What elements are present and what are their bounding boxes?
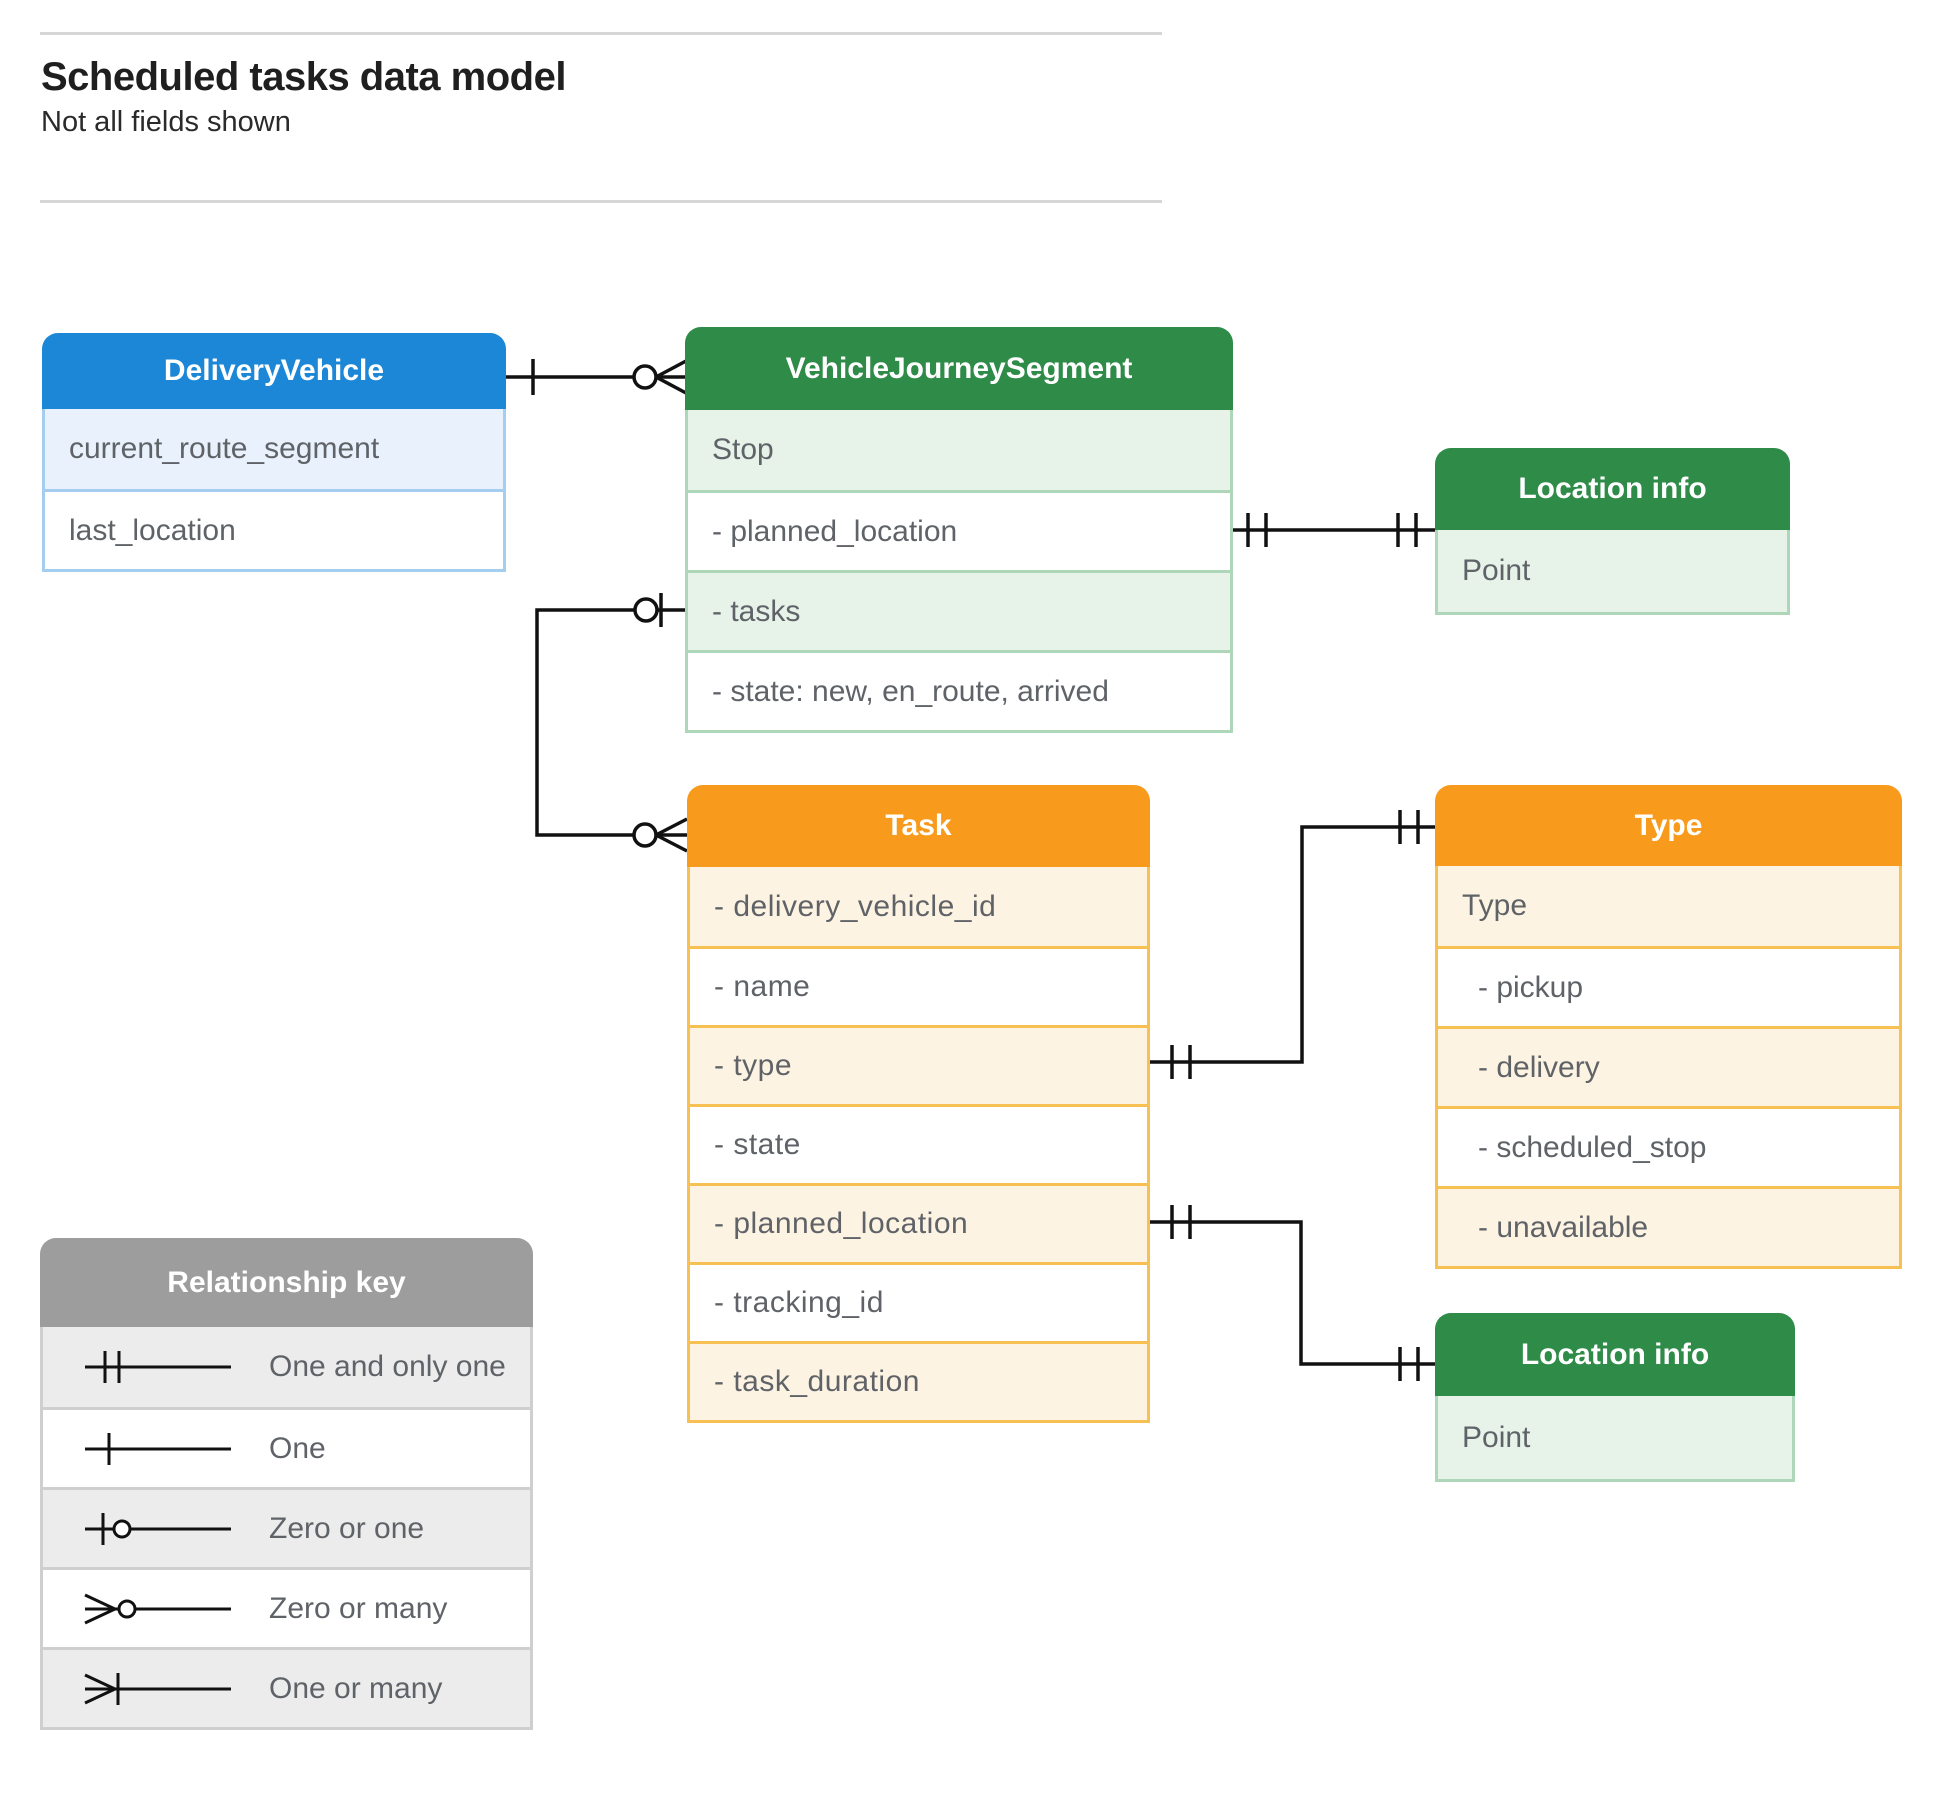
entity-field-row: Point: [1438, 1396, 1792, 1479]
one-and-only-one-ticks: [1170, 810, 1420, 1079]
legend-body: One and only one One Zero or one Zero or…: [40, 1327, 533, 1730]
relationship-key-legend: Relationship key One and only one One Ze…: [40, 1238, 533, 1730]
zero-circle: [632, 822, 658, 848]
entity-field-row: current_route_segment: [45, 409, 503, 489]
entity-body: Stop - planned_location - tasks - state:…: [685, 410, 1233, 733]
one-and-only-one-icon: [85, 1351, 231, 1383]
entity-field-row: - task_duration: [690, 1341, 1147, 1420]
rel-deliveryvehicle-to-vehiclejourneysegment: [506, 359, 687, 395]
entity-field-row: - unavailable: [1438, 1186, 1899, 1266]
top-divider-line: [40, 32, 1162, 35]
entity-field-row: - pickup: [1438, 946, 1899, 1026]
entity-location-info-top: Location info Point: [1435, 448, 1790, 615]
entity-body: Point: [1435, 530, 1790, 615]
entity-field-row: - name: [690, 946, 1147, 1025]
entity-body: - delivery_vehicle_id - name - type - st…: [687, 867, 1150, 1423]
entity-field-row: - scheduled_stop: [1438, 1106, 1899, 1186]
page-subtitle: Not all fields shown: [41, 106, 291, 138]
connector-line: [1150, 825, 1435, 1064]
entity-field-row: Type: [1438, 866, 1899, 946]
entity-field-row: Stop: [688, 410, 1230, 490]
legend-item: Zero or many: [43, 1567, 530, 1647]
entity-field-row: last_location: [45, 489, 503, 569]
zero-or-one-icon: [85, 1512, 231, 1545]
legend-item-label: Zero or one: [269, 1511, 425, 1545]
entity-field-row: - delivery: [1438, 1026, 1899, 1106]
legend-title: Relationship key: [40, 1238, 533, 1327]
one-and-only-one-ticks: [1246, 513, 1418, 547]
legend-item-label: One: [269, 1431, 326, 1465]
entity-body: Point: [1435, 1396, 1795, 1482]
legend-item-label: Zero or many: [269, 1591, 448, 1625]
entity-field-row: Point: [1438, 530, 1787, 612]
entity-field-row: - planned_location: [688, 490, 1230, 570]
entity-task: Task - delivery_vehicle_id - name - type…: [687, 785, 1150, 1423]
entity-field-row: - tracking_id: [690, 1262, 1147, 1341]
entity-body: current_route_segment last_location: [42, 409, 506, 572]
entity-title: Location info: [1435, 1313, 1795, 1396]
rel-vjs-tasks-to-task: [535, 593, 688, 853]
crow-foot: [655, 359, 687, 395]
connector-line: [1150, 1220, 1435, 1366]
entity-title: Location info: [1435, 448, 1790, 530]
zero-circle: [633, 597, 659, 623]
rel-vjs-planned-location-to-location-info: [1233, 513, 1435, 547]
entity-delivery-vehicle: DeliveryVehicle current_route_segment la…: [42, 333, 506, 572]
entity-field-row: - state: new, en_route, arrived: [688, 650, 1230, 730]
one-or-many-icon: [84, 1672, 231, 1705]
rel-task-type-to-type: [1150, 810, 1435, 1079]
legend-item-label: One and only one: [269, 1350, 506, 1383]
entity-title: VehicleJourneySegment: [685, 327, 1233, 410]
entity-vehicle-journey-segment: VehicleJourneySegment Stop - planned_loc…: [685, 327, 1233, 733]
entity-title: DeliveryVehicle: [42, 333, 506, 409]
entity-field-row: - delivery_vehicle_id: [690, 867, 1147, 946]
legend-item: One or many: [43, 1647, 530, 1727]
entity-field-row: - tasks: [688, 570, 1230, 650]
connector-line: [535, 608, 687, 837]
crow-foot: [655, 817, 688, 853]
entity-field-row: - type: [690, 1025, 1147, 1104]
entity-title: Type: [1435, 785, 1902, 866]
subtitle-divider-line: [40, 200, 1162, 203]
one-and-only-one-ticks: [1170, 1205, 1420, 1381]
entity-body: Type - pickup - delivery - scheduled_sto…: [1435, 866, 1902, 1269]
legend-item-label: One or many: [269, 1671, 443, 1705]
rel-task-planned-location-to-location-info: [1150, 1205, 1435, 1381]
zero-or-many-icon: [84, 1593, 231, 1624]
page-title: Scheduled tasks data model: [41, 55, 566, 99]
entity-type: Type Type - pickup - delivery - schedule…: [1435, 785, 1902, 1269]
entity-field-row: - planned_location: [690, 1183, 1147, 1262]
legend-item: Zero or one: [43, 1487, 530, 1567]
entity-title: Task: [687, 785, 1150, 867]
entity-field-row: - state: [690, 1104, 1147, 1183]
legend-item: One: [43, 1407, 530, 1487]
legend-item: One and only one: [43, 1327, 530, 1407]
entity-location-info-bottom: Location info Point: [1435, 1313, 1795, 1482]
one-icon: [85, 1432, 231, 1465]
zero-circle: [632, 364, 658, 390]
